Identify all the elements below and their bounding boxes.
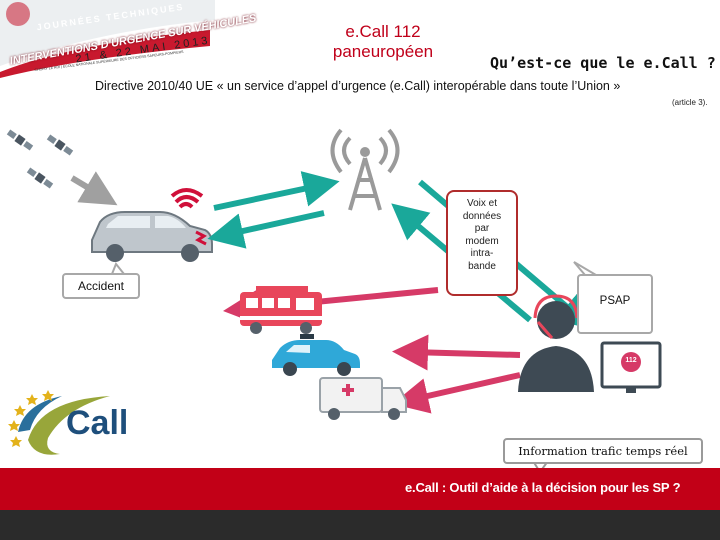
bottom-bar xyxy=(0,468,720,510)
car-signal-icon xyxy=(170,188,204,209)
voice-line: modem xyxy=(465,235,499,247)
conference-banner: JOURNÉES TECHNIQUES INTERVENTIONS D'URGE… xyxy=(0,0,257,78)
voice-line: par xyxy=(474,223,490,234)
traffic-info-callout: Information trafic temps réel xyxy=(503,438,703,464)
car-icon xyxy=(91,211,213,262)
footer-bar xyxy=(0,510,720,540)
title-line1: e.Call 112 xyxy=(345,22,421,41)
tower-to-car-arrow xyxy=(207,210,325,249)
voice-data-callout: Voix et données par modem intra- bande xyxy=(446,190,518,296)
police-car-icon xyxy=(272,334,360,376)
directive-text: Directive 2010/40 UE « un service d’appe… xyxy=(95,79,621,93)
voice-line: bande xyxy=(468,260,496,272)
car-to-tower-arrow xyxy=(213,171,340,211)
psap-callout: PSAP xyxy=(577,274,653,334)
antenna-tower-icon xyxy=(330,128,400,211)
psap-to-ambulance-arrow xyxy=(392,372,521,414)
emergency-112-badge: 112 xyxy=(625,357,637,364)
ambulance-icon xyxy=(319,377,407,420)
operator-icon xyxy=(518,294,594,392)
satellite-icons xyxy=(6,129,74,189)
ecall-logo-text: Call xyxy=(66,404,129,442)
monitor-icon xyxy=(600,341,662,393)
fire-truck-icon xyxy=(240,286,322,334)
slide-title: e.Call 112 paneuropéen xyxy=(318,22,448,62)
voice-line: données xyxy=(462,210,502,222)
article-reference: (article 3). xyxy=(672,98,708,107)
accident-callout: Accident xyxy=(62,273,140,299)
voice-line: Voix et xyxy=(466,198,498,209)
ecall-logo xyxy=(8,390,110,455)
title-line2: paneuropéen xyxy=(332,42,434,61)
psap-to-police-arrow xyxy=(392,334,521,371)
voice-line: intra- xyxy=(470,248,494,259)
bottom-question: e.Call : Outil d’aide à la décision pour… xyxy=(405,480,681,495)
slide-question: Qu’est-ce que le e.Call ? xyxy=(490,54,716,72)
satellite-arrow xyxy=(70,171,118,206)
